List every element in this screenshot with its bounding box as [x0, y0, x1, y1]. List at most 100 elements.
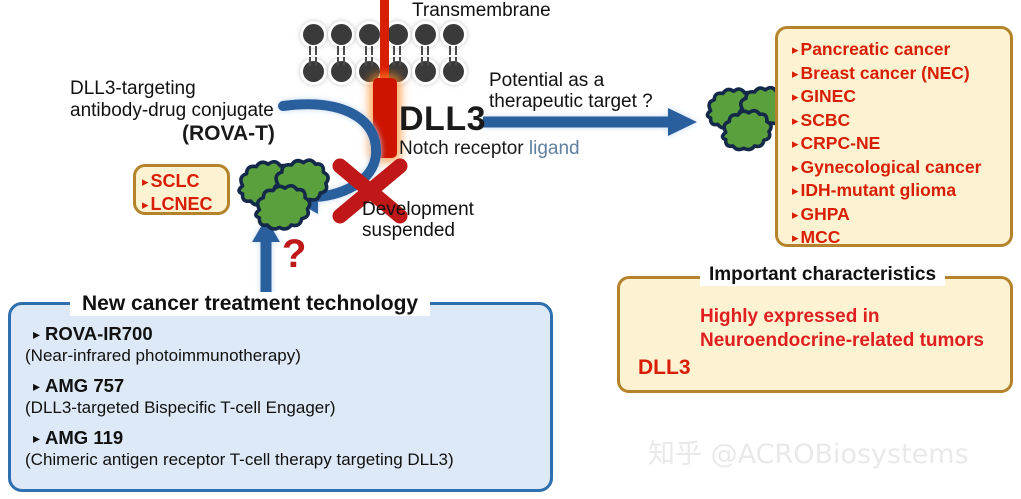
cancer-types-list: ▸Pancreatic cancer ▸Breast cancer (NEC) … — [792, 38, 1010, 250]
bullet-triangle-icon: ▸ — [792, 65, 799, 81]
lipid-tail-icon — [309, 46, 311, 55]
tech-item-detail: (Near-infrared photoimmunotherapy) — [25, 346, 301, 365]
cancer-item-label: Pancreatic cancer — [800, 39, 951, 59]
new-technology-title: New cancer treatment technology — [70, 292, 431, 316]
characteristics-line1: Highly expressed in — [700, 306, 880, 327]
tech-item-name: ▸ROVA-IR700 — [33, 323, 550, 345]
lipid-tail-icon — [449, 57, 451, 66]
tech-name-label: AMG 757 — [45, 375, 125, 396]
tech-item-detail: (Chimeric antigen receptor T-cell therap… — [25, 450, 454, 469]
notch-receptor-text: Notch receptor — [399, 138, 529, 159]
lipid-head-icon — [331, 24, 352, 45]
tech-item-detail: (DLL3-targeted Bispecific T-cell Engager… — [25, 398, 336, 417]
tech-name-label: AMG 119 — [45, 427, 124, 448]
lipid-tail-icon — [343, 57, 345, 66]
sclc-item-label: LCNEC — [150, 194, 213, 214]
lipid-tail-icon — [315, 57, 317, 66]
bullet-triangle-icon: ▸ — [33, 378, 41, 394]
development-suspended-label: Development suspended — [362, 199, 474, 241]
list-item: ▸Gynecological cancer — [792, 156, 1010, 180]
adc-label-line2: antibody-drug conjugate — [70, 100, 274, 121]
lipid-tail-icon — [399, 46, 401, 55]
potential-line2: therapeutic target ? — [489, 91, 653, 112]
rova-t-label: (ROVA-T) — [182, 122, 275, 145]
lipid-tail-icon — [365, 57, 367, 66]
development-line2: suspended — [362, 220, 455, 241]
lipid-tail-icon — [337, 57, 339, 66]
lipid-tail-icon — [337, 46, 339, 55]
cancer-item-label: MCC — [800, 227, 841, 247]
list-item: ▸SCBC — [792, 109, 1010, 133]
notch-receptor-ligand-label: Notch receptor ligand — [399, 138, 580, 160]
sclc-lcnec-box: ▸SCLC ▸LCNEC — [133, 164, 230, 215]
lipid-tail-icon — [449, 46, 451, 55]
bullet-triangle-icon: ▸ — [33, 430, 41, 446]
bullet-triangle-icon: ▸ — [792, 206, 799, 222]
lipid-head-icon — [415, 24, 436, 45]
lipid-tail-icon — [343, 46, 345, 55]
lipid-head-icon — [303, 61, 324, 82]
bullet-triangle-icon: ▸ — [142, 197, 149, 212]
cancer-item-label: Gynecological cancer — [800, 156, 982, 177]
cancer-item-label: GHPA — [800, 203, 850, 224]
new-technology-arrow — [252, 218, 280, 300]
list-item: ▸CRPC-NE — [792, 132, 1010, 156]
lipid-tail-icon — [371, 57, 373, 66]
lipid-head-icon — [359, 61, 380, 82]
lipid-head-icon — [359, 24, 380, 45]
bullet-triangle-icon: ▸ — [792, 112, 799, 128]
phospholipid-column — [328, 24, 356, 82]
lipid-tail-icon — [309, 57, 311, 66]
important-characteristics-text: Highly expressed in Neuroendocrine-relat… — [700, 305, 984, 353]
sclc-list: ▸SCLC ▸LCNEC — [142, 170, 227, 216]
phospholipid-column — [412, 24, 440, 82]
lipid-tail-icon — [455, 57, 457, 66]
ligand-text: ligand — [528, 138, 580, 159]
characteristics-dll3-label: DLL3 — [638, 356, 691, 379]
adc-label: DLL3-targeting antibody-drug conjugate — [70, 78, 274, 122]
important-characteristics-title: Important characteristics — [700, 264, 946, 286]
bullet-triangle-icon: ▸ — [792, 136, 799, 151]
phospholipid-column — [384, 24, 412, 82]
cancer-item-label: GINEC — [800, 86, 856, 106]
lipid-tail-icon — [399, 57, 401, 66]
phospholipid-column — [440, 24, 468, 82]
development-line1: Development — [362, 199, 474, 220]
lipid-head-icon — [387, 24, 408, 45]
lipid-tail-icon — [421, 57, 423, 66]
lipid-tail-icon — [427, 46, 429, 55]
lipid-head-icon — [415, 61, 436, 82]
lipid-tail-icon — [393, 46, 395, 55]
list-item: ▸Breast cancer (NEC) — [792, 62, 1010, 86]
therapeutic-target-arrow — [483, 108, 697, 136]
watermark: 知乎 @ACROBiosystems — [648, 439, 969, 470]
phospholipid-column — [356, 24, 384, 82]
lipid-head-icon — [303, 24, 324, 45]
list-item: ▸IDH-mutant glioma — [792, 179, 1010, 203]
potential-target-label: Potential as a therapeutic target ? — [489, 70, 653, 112]
tech-name-label: ROVA-IR700 — [45, 323, 153, 344]
transmembrane-label: Transmembrane — [412, 0, 551, 21]
important-characteristics-box — [617, 276, 1013, 393]
lipid-head-icon — [443, 24, 464, 45]
lipid-tail-icon — [365, 46, 367, 55]
list-item: ▸GINEC — [792, 85, 1010, 109]
bullet-triangle-icon: ▸ — [792, 159, 799, 175]
lipid-head-icon — [331, 61, 352, 82]
new-technology-box: ▸ROVA-IR700 (Near-infrared photoimmunoth… — [8, 302, 553, 492]
cancer-item-label: SCBC — [800, 109, 851, 130]
list-item: ▸MCC — [792, 226, 1010, 250]
phospholipid-column — [300, 24, 328, 82]
dll3-receptor-stem — [380, 0, 389, 80]
lipid-tail-icon — [427, 57, 429, 66]
lipid-tail-icon — [315, 46, 317, 55]
phospholipid-bilayer — [300, 24, 470, 82]
lipid-tail-icon — [393, 57, 395, 66]
adc-label-line1: DLL3-targeting — [70, 78, 196, 99]
question-mark-label: ? — [282, 232, 307, 276]
bullet-triangle-icon: ▸ — [792, 42, 799, 57]
cancer-item-label: CRPC-NE — [800, 133, 881, 153]
bullet-triangle-icon: ▸ — [792, 230, 799, 245]
list-item: ▸Pancreatic cancer — [792, 38, 1010, 62]
list-item: ▸SCLC — [142, 170, 227, 193]
